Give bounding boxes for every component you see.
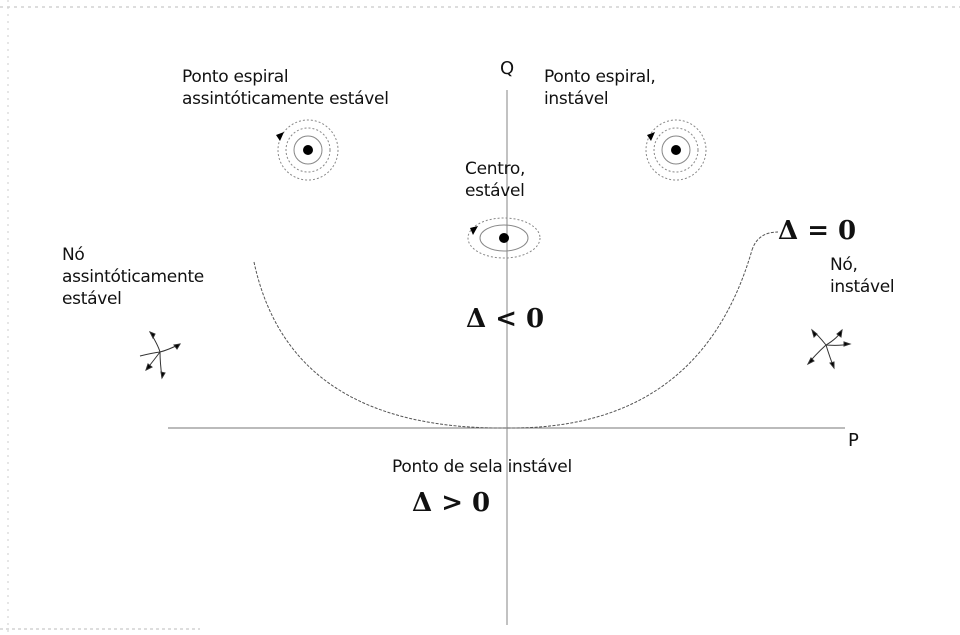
unstable-spiral-icon <box>645 119 707 181</box>
stable-spiral-label-line1: Ponto espiral <box>182 67 289 87</box>
q-axis-label: Q <box>500 58 515 79</box>
stable-node-icon <box>139 331 181 380</box>
stable-node-label-line1: Nó <box>62 245 85 265</box>
unstable-node-label-line1: Nó, <box>830 255 858 275</box>
center-label-line2: estável <box>465 181 525 201</box>
discriminant-label-leader <box>751 231 779 251</box>
center-label-line1: Centro, <box>465 159 526 179</box>
stable-node-label: Nó assintóticamente estável <box>62 244 204 310</box>
p-axis-label: P <box>848 430 859 451</box>
center-label: Centro, estável <box>465 158 525 202</box>
discriminant-zero-label: Δ = 0 <box>778 216 857 246</box>
unstable-node-label-line2: instável <box>830 277 895 297</box>
discriminant-positive-label: Δ > 0 <box>412 488 491 518</box>
unstable-node-icon <box>806 328 852 370</box>
unstable-spiral-label: Ponto espiral, instável <box>544 66 656 110</box>
unstable-spiral-label-line2: instável <box>544 89 609 109</box>
unstable-spiral-label-line1: Ponto espiral, <box>544 67 656 87</box>
stable-node-label-line3: estável <box>62 289 122 309</box>
discriminant-zero-curve <box>253 249 753 429</box>
center-icon <box>467 217 541 259</box>
unstable-node-label: Nó, instável <box>830 254 895 298</box>
stable-node-label-line2: assintóticamente <box>62 267 204 287</box>
stable-spiral-label-line2: assintóticamente estável <box>182 89 389 109</box>
saddle-point-label: Ponto de sela instável <box>392 457 572 477</box>
stable-spiral-icon <box>276 119 339 181</box>
stable-spiral-label: Ponto espiral assintóticamente estável <box>182 66 389 110</box>
discriminant-negative-label: Δ < 0 <box>466 304 545 334</box>
